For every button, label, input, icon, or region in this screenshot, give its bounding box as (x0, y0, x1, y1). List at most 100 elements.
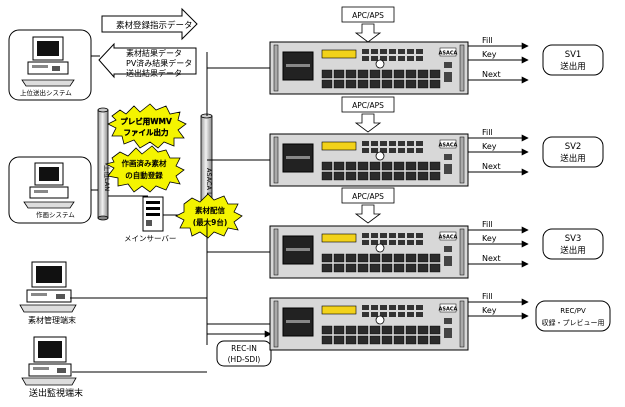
apc-aps-label: APC/APS (352, 11, 384, 20)
button-key (362, 141, 369, 146)
grid-button (321, 325, 333, 335)
rack-ear-right (459, 228, 465, 276)
material-terminal-label: 素材管理端末 (28, 315, 76, 325)
grid-button (357, 335, 369, 345)
button-key (371, 56, 378, 61)
destination-name: SV2 (565, 142, 582, 152)
jog-wheel (375, 243, 385, 253)
grid-button (405, 325, 417, 335)
result-data-label-3: 送出結果データ (126, 68, 182, 78)
grid-button (393, 253, 405, 263)
button-key (416, 305, 423, 310)
lcd-display (321, 233, 357, 243)
side-button (444, 164, 452, 174)
drive-slot (286, 248, 310, 251)
grid-button (405, 335, 417, 345)
button-key (416, 233, 423, 238)
grid-button (417, 263, 429, 273)
brand-badge (439, 139, 457, 149)
grid-button (369, 69, 381, 79)
upper-system-label: 上位送出システム (20, 88, 72, 97)
grid-button (345, 253, 357, 263)
side-button (444, 328, 452, 338)
computer-icon (21, 336, 77, 386)
grid-button (405, 171, 417, 181)
monitor-terminal: 送出監視端末 (21, 336, 83, 399)
grid-button (429, 161, 441, 171)
button-key (371, 148, 378, 153)
grid-button (369, 263, 381, 273)
grid-button (321, 263, 333, 273)
grid-button (381, 69, 393, 79)
upper-lan-label: 上位LAN (103, 165, 112, 191)
rack-ear-left (273, 136, 279, 184)
computer-icon (19, 261, 77, 313)
grid-button (393, 171, 405, 181)
grid-button (381, 335, 393, 345)
output-next: Next (468, 162, 529, 176)
button-key (407, 240, 414, 245)
distribution-burst-line-1: 素材配信 (195, 205, 225, 215)
output-label-fill: Fill (482, 292, 493, 301)
output-fill: Fill (468, 292, 529, 306)
apc-aps-indicator: APC/APS (341, 187, 395, 224)
grid-button (321, 171, 333, 181)
button-key (371, 141, 378, 146)
button-key (380, 240, 387, 245)
instruction-data-label: 素材登録指示データ (116, 20, 193, 31)
button-key (398, 233, 405, 238)
output-key: Key (468, 234, 529, 248)
rec-in-label-1: REC-IN (231, 344, 257, 353)
grid-button (357, 253, 369, 263)
destination-name: SV3 (565, 234, 582, 244)
button-key (398, 305, 405, 310)
button-key (416, 56, 423, 61)
grid-button (393, 69, 405, 79)
output-next: Next (468, 70, 529, 84)
output-label-key: Key (482, 306, 497, 315)
rack-ear-right (459, 300, 465, 348)
grid-button (393, 79, 405, 89)
grid-button (321, 253, 333, 263)
output-key: Key (468, 306, 529, 320)
grid-button (333, 335, 345, 345)
grid-button (429, 335, 441, 345)
button-key (389, 141, 396, 146)
brand-label: ASACA (439, 235, 458, 241)
grid-button (429, 325, 441, 335)
output-key: Key (468, 50, 529, 64)
output-label-key: Key (482, 234, 497, 243)
grid-button (321, 79, 333, 89)
grid-button (429, 69, 441, 79)
lcd-display (321, 305, 357, 315)
instruction-data-arrow: 素材登録指示データ (101, 7, 198, 41)
grid-button (381, 171, 393, 181)
button-key (362, 312, 369, 317)
button-key (416, 240, 423, 245)
grid-button (369, 171, 381, 181)
jog-wheel (375, 151, 385, 161)
server-tower-icon (142, 196, 164, 232)
destination-frame (542, 228, 604, 260)
preview-burst-line-1: プレビ用WMV (120, 116, 172, 126)
grid-button (429, 79, 441, 89)
grid-button (405, 161, 417, 171)
rec-in-input: REC-IN (HD-SDI) (207, 330, 272, 367)
grid-button (369, 325, 381, 335)
grid-button (369, 335, 381, 345)
brand-label: ASACA (439, 307, 458, 313)
output-label-fill: Fill (482, 36, 493, 45)
side-button (444, 72, 452, 82)
output-label-key: Key (482, 50, 497, 59)
side-button (444, 154, 452, 160)
down-arrow-icon (354, 23, 382, 43)
grid-button (417, 325, 429, 335)
editing-system: 作画システム (8, 156, 92, 224)
grid-button (429, 263, 441, 273)
button-key (416, 148, 423, 153)
button-key (371, 305, 378, 310)
